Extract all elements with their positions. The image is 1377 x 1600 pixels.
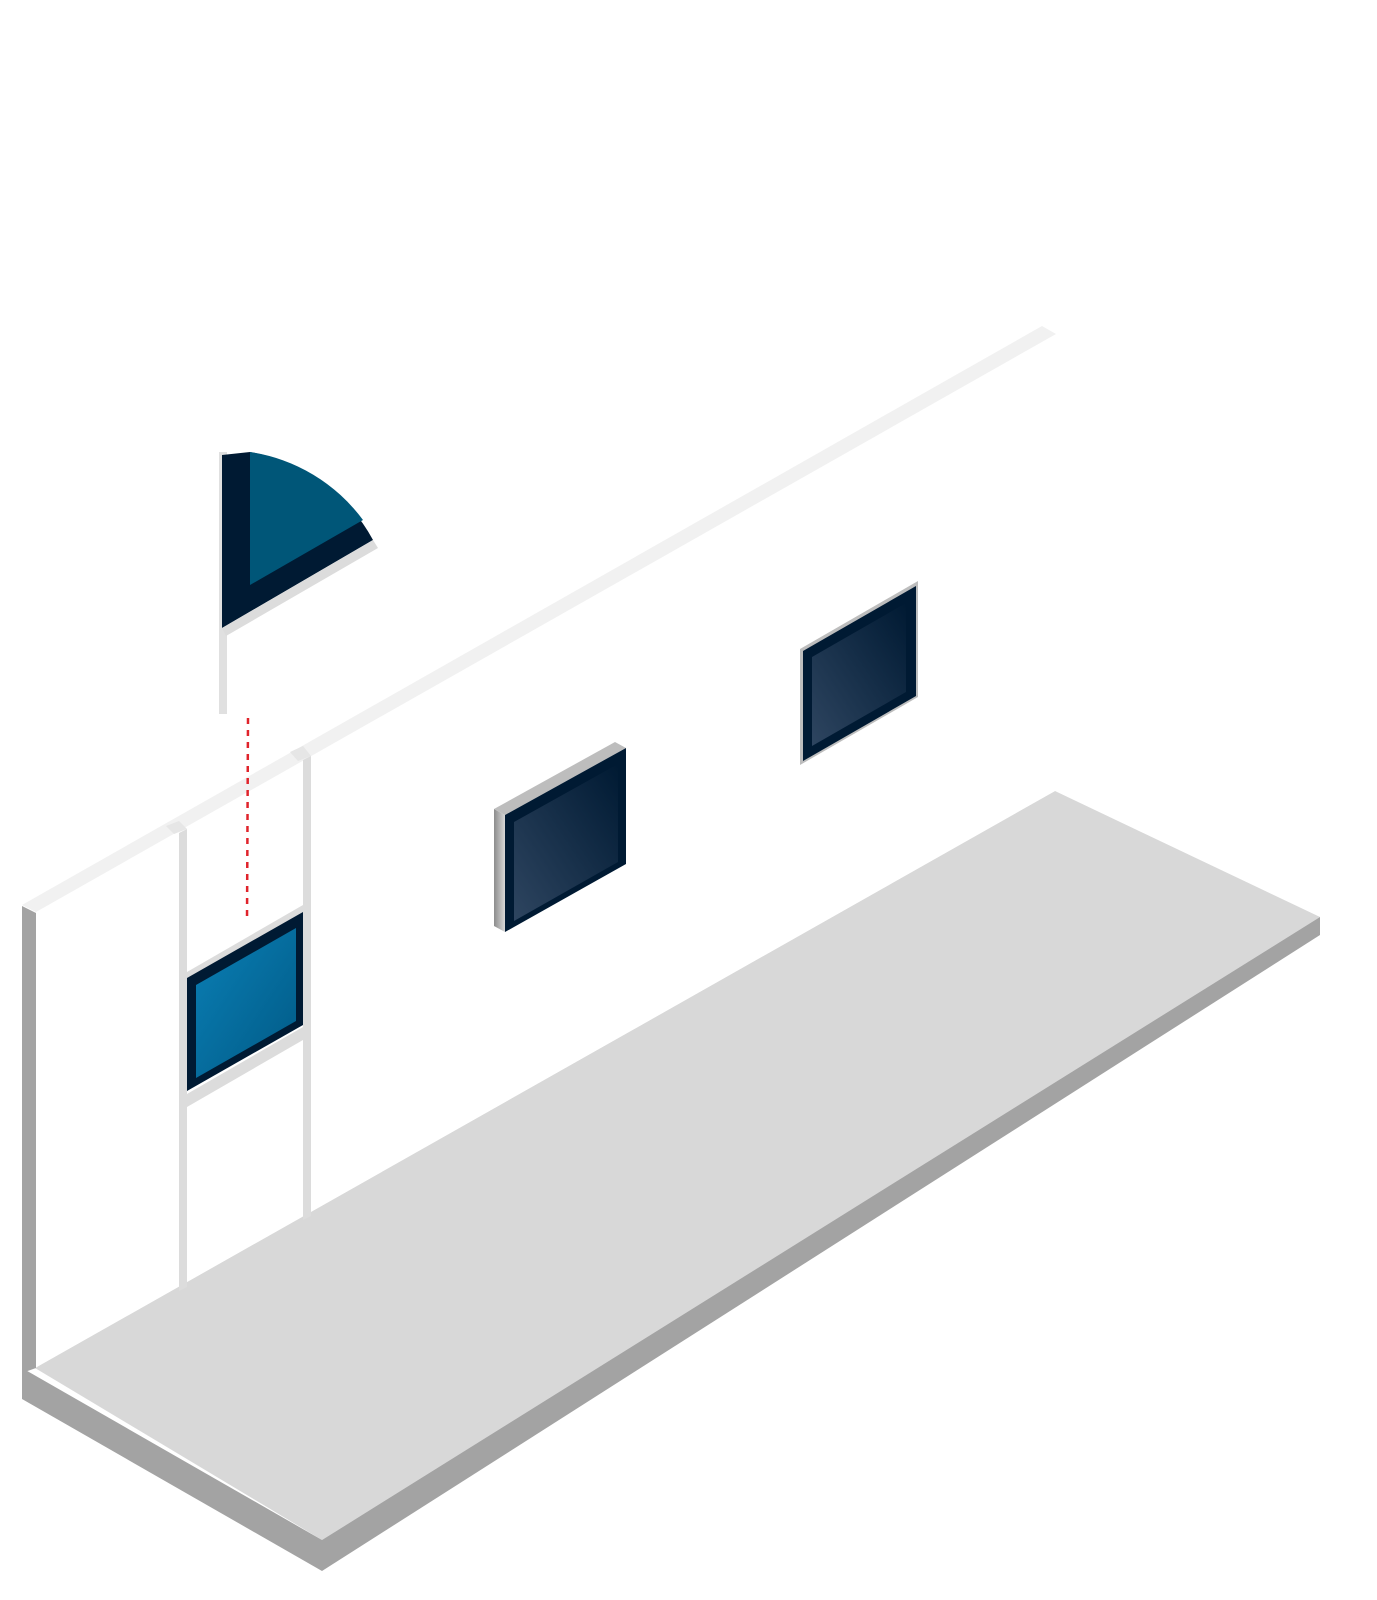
door-swing: [219, 452, 378, 714]
wall-display-panel-icon: [514, 764, 618, 921]
floor-side-front: [22, 1368, 322, 1571]
wall-display-panel-center: [494, 742, 626, 932]
wall-display-panel-blue: [187, 912, 303, 1091]
mounting-post-icon: [303, 756, 311, 1220]
floor-side-right: [322, 917, 1320, 1571]
wall-display-panel-icon: [196, 928, 296, 1078]
door-leaf: [250, 452, 363, 585]
dashed-guide-line-icon: [245, 717, 250, 923]
panel-edge-side: [494, 809, 505, 932]
mounting-post-left: [166, 821, 187, 1291]
floor-slab: [22, 791, 1320, 1571]
wall-left-edge: [22, 906, 36, 1373]
wall-display-panel-right: [800, 581, 918, 765]
crossbar-lower: [187, 1027, 303, 1107]
wall-display-panel-icon: [812, 603, 906, 746]
mounting-post-right: [290, 746, 311, 1220]
door-shadow-edge: [222, 540, 378, 636]
panel-edge-top: [494, 742, 626, 815]
wall-top-edge: [22, 326, 1056, 912]
mounting-post-icon: [179, 829, 187, 1291]
floor-top: [35, 791, 1320, 1540]
